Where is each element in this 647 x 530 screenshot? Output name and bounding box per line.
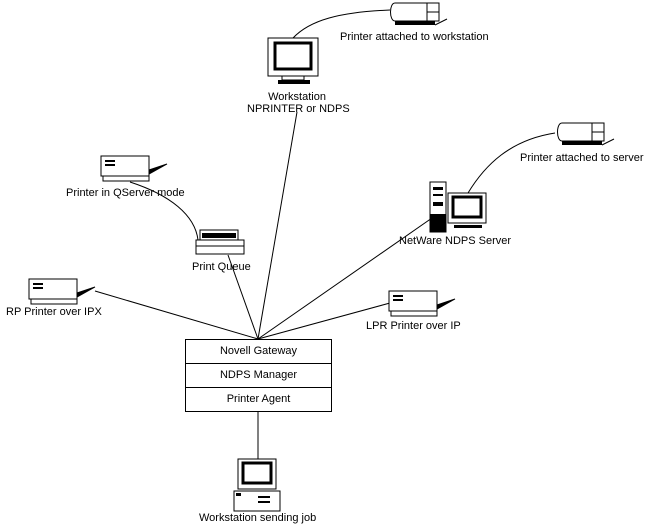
label-workstation-line1: Workstation <box>268 91 326 103</box>
label-printer-workstation: Printer attached to workstation <box>340 31 489 43</box>
workstation-monitor-icon <box>267 37 319 84</box>
printer-icon <box>390 2 448 26</box>
printer-icon <box>100 155 168 182</box>
link-netware-server <box>257 217 433 340</box>
label-printer-qserver: Printer in QServer mode <box>66 187 185 199</box>
server-tower-icon <box>429 181 447 233</box>
label-lpr-printer: LPR Printer over IP <box>366 320 461 332</box>
link-workstation-npr <box>257 111 298 340</box>
link-workstation-printer <box>292 9 391 39</box>
label-netware-server: NetWare NDPS Server <box>399 235 512 247</box>
printer-icon <box>388 290 456 317</box>
label-printer-server: Printer attached to server <box>520 152 644 164</box>
workstation-sending-icon <box>233 458 281 512</box>
stack-row-printer-agent: Printer Agent <box>226 393 291 405</box>
ndps-stack: Novell Gateway NDPS Manager Printer Agen… <box>185 339 332 412</box>
stack-row-novell-gateway: Novell Gateway <box>186 340 331 364</box>
label-print-queue: Print Queue <box>192 261 251 273</box>
link-qserver-queue <box>129 181 199 241</box>
server-monitor-icon <box>447 192 487 228</box>
link-lpr-printer <box>257 302 391 340</box>
printer-icon <box>28 278 96 305</box>
label-rp-printer: RP Printer over IPX <box>6 306 102 318</box>
label-workstation-line2: NPRINTER or NDPS <box>247 103 350 115</box>
link-server-printer <box>467 132 556 194</box>
link-print-queue <box>227 254 259 340</box>
print-queue-icon <box>195 229 245 255</box>
stack-row-ndps-manager: NDPS Manager <box>186 364 331 388</box>
printer-icon <box>557 122 615 146</box>
label-workstation-sending: Workstation sending job <box>199 512 317 524</box>
link-rp-printer <box>94 290 259 340</box>
